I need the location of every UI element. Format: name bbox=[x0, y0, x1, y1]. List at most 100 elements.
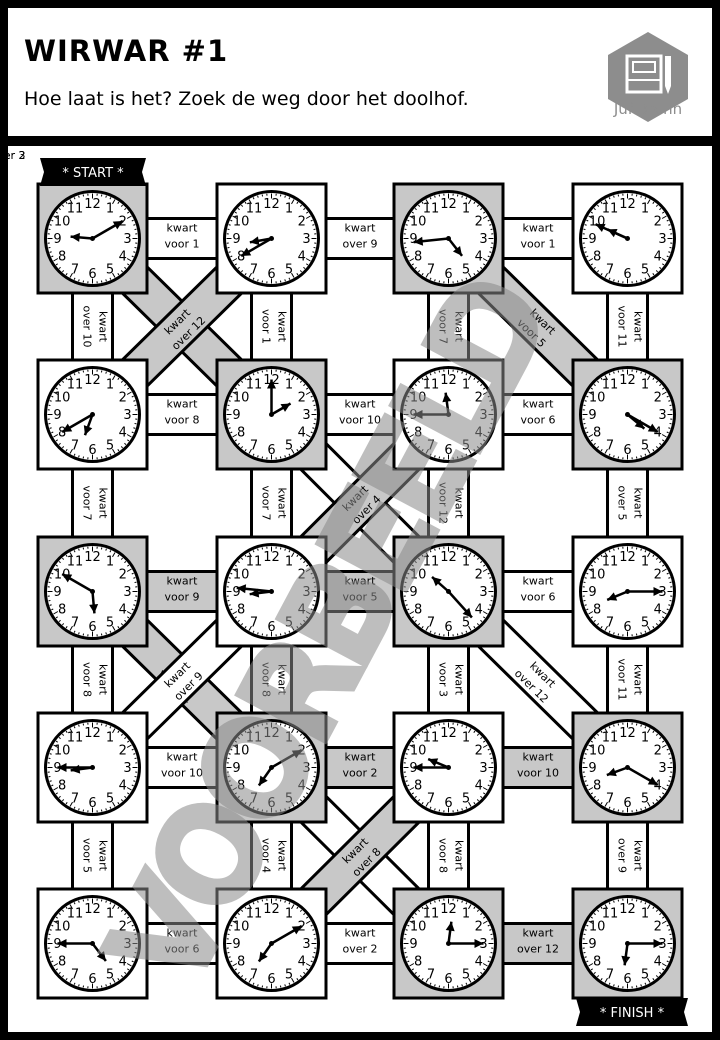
clock-tick bbox=[296, 272, 299, 276]
vertical-link-r1c0-band bbox=[71, 463, 114, 543]
clock-tick bbox=[230, 960, 233, 963]
clock-tick bbox=[647, 904, 651, 910]
clock-tick bbox=[69, 272, 73, 278]
clock-tick bbox=[105, 195, 107, 198]
clock-number: 4 bbox=[119, 603, 127, 618]
vertical-link-r3c3-label-top: kwart bbox=[632, 840, 645, 872]
clock-tick bbox=[489, 427, 492, 429]
clock-number: 7 bbox=[427, 438, 435, 453]
clock-tick bbox=[425, 977, 429, 983]
clock-tick bbox=[312, 577, 315, 579]
clock-tick bbox=[487, 219, 490, 222]
clock-tick bbox=[666, 395, 669, 398]
clock-tick bbox=[480, 913, 483, 916]
hour-hand-tip bbox=[70, 232, 80, 242]
clock-tick bbox=[303, 384, 306, 387]
clock-number: 7 bbox=[427, 967, 435, 982]
clock-tick bbox=[73, 453, 76, 456]
clock-tick bbox=[299, 446, 302, 449]
clock-number: 5 bbox=[641, 967, 649, 982]
clock-tick bbox=[257, 724, 259, 727]
clock-tick bbox=[584, 753, 587, 755]
clock-tick bbox=[288, 982, 291, 985]
clock-tick bbox=[586, 608, 589, 611]
clock-tick bbox=[421, 730, 424, 734]
clock-tick bbox=[305, 434, 311, 438]
clock-number: 4 bbox=[119, 779, 127, 794]
clock-tick bbox=[244, 730, 247, 734]
clock-tick bbox=[69, 728, 73, 734]
clock-tick bbox=[124, 737, 127, 740]
clock-number: 2 bbox=[475, 215, 483, 230]
minute-hand-tip bbox=[474, 939, 484, 948]
clock-tick bbox=[232, 568, 238, 572]
clock-tick bbox=[303, 266, 306, 269]
clock-tick bbox=[597, 623, 600, 626]
clock-number: 4 bbox=[298, 250, 306, 265]
vertical-link-r2c2-label-bottom: voor 3 bbox=[437, 662, 450, 697]
clock-number: 11 bbox=[602, 907, 619, 922]
clock-tick bbox=[659, 737, 662, 740]
clock-tick bbox=[69, 801, 73, 807]
clock-tick bbox=[126, 920, 132, 924]
vertical-link-r0c3-band bbox=[606, 287, 649, 366]
clock-tick bbox=[425, 728, 429, 734]
clock-tick bbox=[310, 748, 313, 751]
clock-tick bbox=[126, 611, 132, 615]
clock-tick bbox=[418, 975, 421, 978]
clock-tick bbox=[652, 977, 655, 981]
clock-tick bbox=[105, 808, 107, 811]
clock-number: 11 bbox=[423, 378, 440, 393]
clock-tick bbox=[666, 748, 669, 751]
clock-tick bbox=[305, 616, 309, 619]
horizontal-link-r1c2-band bbox=[497, 393, 579, 436]
clock-tick bbox=[655, 270, 658, 273]
clock-tick bbox=[411, 439, 415, 442]
clock-tick bbox=[49, 956, 52, 958]
clock-number: 5 bbox=[285, 615, 293, 630]
clock-number: 6 bbox=[267, 972, 275, 987]
clock-number: 11 bbox=[67, 907, 84, 922]
clock-tick bbox=[421, 625, 424, 629]
clock-tick bbox=[487, 431, 490, 434]
clock-tick bbox=[661, 740, 665, 743]
horizontal-link-r4c0-label-top: kwart bbox=[167, 927, 199, 940]
clock-tick bbox=[69, 448, 73, 454]
clock-tick bbox=[248, 801, 252, 807]
clock-tick bbox=[407, 608, 410, 611]
clock-tick bbox=[668, 251, 671, 253]
clock-tick bbox=[405, 780, 408, 782]
clock-number: 12 bbox=[619, 373, 636, 388]
clock-tick bbox=[291, 904, 295, 910]
clock-tick bbox=[241, 204, 244, 207]
clock-tick bbox=[407, 255, 410, 258]
clock-tick bbox=[461, 900, 463, 903]
